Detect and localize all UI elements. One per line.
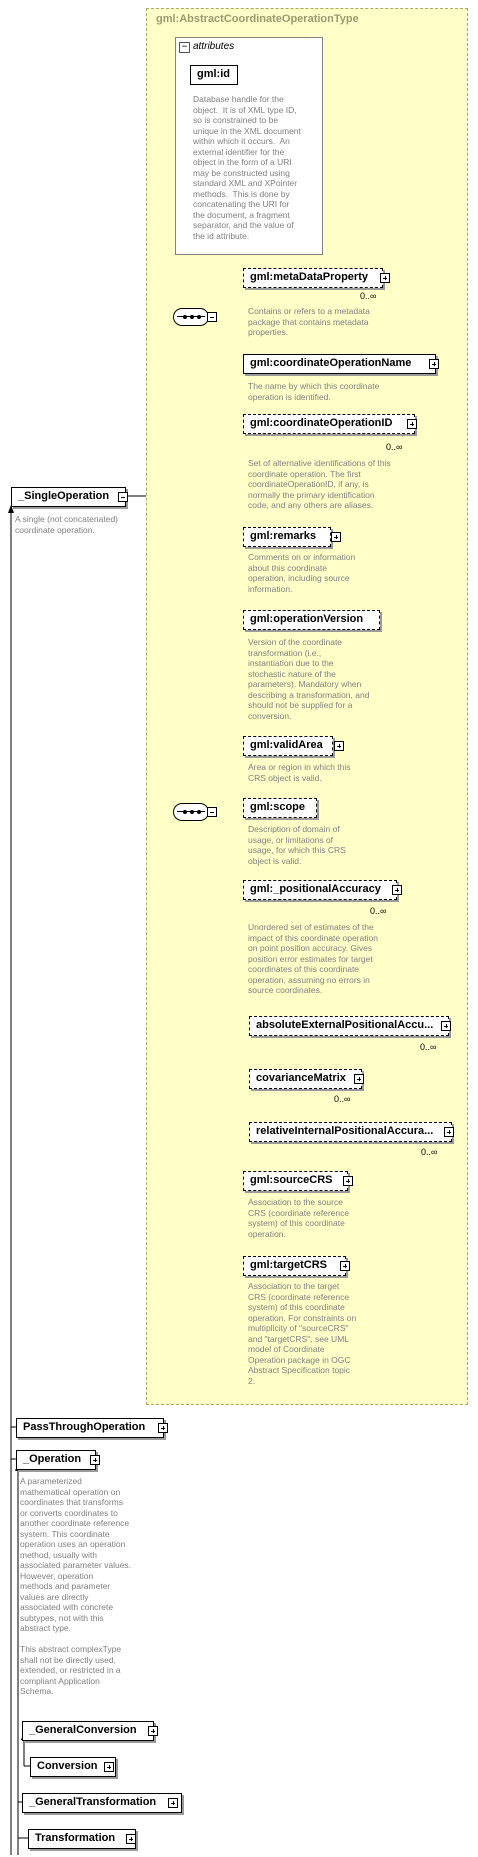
element-scope[interactable]: gml:scope xyxy=(243,798,317,818)
attributes-heading: attributes xyxy=(193,41,235,52)
expand-icon[interactable] xyxy=(90,1455,100,1465)
element-positionalaccuracy-doc: Unordered set of estimates of the impact… xyxy=(248,922,378,995)
sequence-compositor-2[interactable] xyxy=(173,803,209,821)
cardinality: 0..∞ xyxy=(360,291,377,301)
type-transformation[interactable]: Transformation xyxy=(28,1829,136,1849)
sequence-compositor-1[interactable] xyxy=(173,308,209,326)
expand-icon[interactable] xyxy=(429,359,439,369)
type-singleoperation-doc: A single (not concatenated) coordinate o… xyxy=(15,514,119,535)
cardinality: 0..∞ xyxy=(421,1147,438,1157)
expand-icon[interactable] xyxy=(407,419,417,429)
element-absoluteexternalpositionalaccuracy[interactable]: absoluteExternalPositionalAccu... xyxy=(249,1016,449,1036)
attributes-collapse-button[interactable]: − xyxy=(179,42,190,53)
cardinality: 0..∞ xyxy=(370,906,387,916)
element-covariancematrix[interactable]: covarianceMatrix xyxy=(249,1069,362,1089)
attribute-id-doc: Database handle for the object. It is of… xyxy=(193,94,301,241)
attribute-id[interactable]: gml:id xyxy=(190,65,238,85)
element-covariancematrix-label: covarianceMatrix xyxy=(256,1072,346,1084)
element-targetcrs[interactable]: gml:targetCRS xyxy=(243,1256,346,1276)
sequence-2-collapse-icon[interactable] xyxy=(207,807,217,817)
element-validarea-doc: Area or region in which this CRS object … xyxy=(248,762,351,783)
type-operation-label: _Operation xyxy=(23,1453,82,1465)
expand-icon[interactable] xyxy=(343,1176,353,1186)
element-coordinateoperationname-doc: The name by which this coordinate operat… xyxy=(248,381,380,402)
element-operationversion-doc: Version of the coordinate transformation… xyxy=(248,637,370,721)
complex-type-title: gml:AbstractCoordinateOperationType xyxy=(156,13,359,25)
attribute-id-label: gml:id xyxy=(197,68,230,80)
element-scope-doc: Description of domain of usage, or limit… xyxy=(248,824,346,866)
type-singleoperation[interactable]: _SingleOperation xyxy=(11,487,126,507)
element-remarks[interactable]: gml:remarks xyxy=(243,527,331,547)
element-operationversion-label: gml:operationVersion xyxy=(250,613,364,625)
element-operationversion[interactable]: gml:operationVersion xyxy=(243,610,380,630)
expand-icon[interactable] xyxy=(380,273,390,283)
element-coordinateoperationid-doc: Set of alternative identifications of th… xyxy=(248,458,391,510)
element-remarks-doc: Comments on or information about this co… xyxy=(248,552,356,594)
element-scope-label: gml:scope xyxy=(250,801,306,813)
element-coordinateoperationname[interactable]: gml:coordinateOperationName xyxy=(243,354,436,374)
element-positionalaccuracy-label: gml:_positionalAccuracy xyxy=(250,883,381,895)
element-validarea[interactable]: gml:validArea xyxy=(243,736,333,756)
element-relativeinternal-label: relativeInternalPositionalAccura... xyxy=(256,1125,434,1137)
element-targetcrs-doc: Association to the target CRS (coordinat… xyxy=(248,1281,357,1386)
cardinality: 0..∞ xyxy=(334,1094,351,1104)
expand-icon[interactable] xyxy=(441,1021,451,1031)
expand-icon[interactable] xyxy=(392,885,402,895)
type-operation[interactable]: _Operation xyxy=(16,1450,96,1470)
cardinality: 0..∞ xyxy=(420,1042,437,1052)
element-remarks-label: gml:remarks xyxy=(250,530,317,542)
element-sourcecrs-doc: Association to the source CRS (coordinat… xyxy=(248,1197,350,1239)
type-passthroughoperation[interactable]: PassThroughOperation xyxy=(16,1418,164,1438)
sequence-1-collapse-icon[interactable] xyxy=(207,312,217,322)
type-transformation-label: Transformation xyxy=(35,1832,116,1844)
type-generaltransformation-label: _GeneralTransformation xyxy=(29,1796,157,1808)
expand-icon[interactable] xyxy=(158,1423,168,1433)
type-conversion-label: Conversion xyxy=(37,1760,98,1772)
element-sourcecrs[interactable]: gml:sourceCRS xyxy=(243,1171,348,1191)
cardinality: 0..∞ xyxy=(386,442,403,452)
collapse-icon[interactable] xyxy=(118,492,128,502)
element-targetcrs-label: gml:targetCRS xyxy=(250,1259,328,1271)
element-metadataproperty-doc: Contains or refers to a metadata package… xyxy=(248,306,370,337)
element-metadataproperty-label: gml:metaDataProperty xyxy=(250,271,368,283)
element-coordinateoperationid-label: gml:coordinateOperationID xyxy=(250,417,393,429)
expand-icon[interactable] xyxy=(331,532,341,542)
expand-icon[interactable] xyxy=(168,1798,178,1808)
expand-icon[interactable] xyxy=(104,1762,114,1772)
expand-icon[interactable] xyxy=(126,1834,136,1844)
expand-icon[interactable] xyxy=(148,1726,158,1736)
element-validarea-label: gml:validArea xyxy=(250,739,323,751)
type-operation-doc: A parameterized mathematical operation o… xyxy=(20,1476,132,1696)
type-generalconversion[interactable]: _GeneralConversion xyxy=(22,1721,154,1741)
element-positionalaccuracy[interactable]: gml:_positionalAccuracy xyxy=(243,880,397,900)
element-coordinateoperationname-label: gml:coordinateOperationName xyxy=(250,357,412,369)
type-singleoperation-label: _SingleOperation xyxy=(18,490,110,502)
type-conversion[interactable]: Conversion xyxy=(30,1757,116,1777)
element-relativeinternalpositionalaccuracy[interactable]: relativeInternalPositionalAccura... xyxy=(249,1122,452,1142)
expand-icon[interactable] xyxy=(334,741,344,751)
expand-icon[interactable] xyxy=(354,1074,364,1084)
expand-icon[interactable] xyxy=(340,1261,350,1271)
type-generaltransformation[interactable]: _GeneralTransformation xyxy=(22,1793,182,1813)
type-passthroughoperation-label: PassThroughOperation xyxy=(23,1421,146,1433)
element-absoluteexternal-label: absoluteExternalPositionalAccu... xyxy=(256,1019,434,1031)
element-coordinateoperationid[interactable]: gml:coordinateOperationID xyxy=(243,414,415,434)
element-metadataproperty[interactable]: gml:metaDataProperty xyxy=(243,268,383,288)
element-sourcecrs-label: gml:sourceCRS xyxy=(250,1174,333,1186)
type-generalconversion-label: _GeneralConversion xyxy=(29,1724,137,1736)
expand-icon[interactable] xyxy=(444,1127,454,1137)
